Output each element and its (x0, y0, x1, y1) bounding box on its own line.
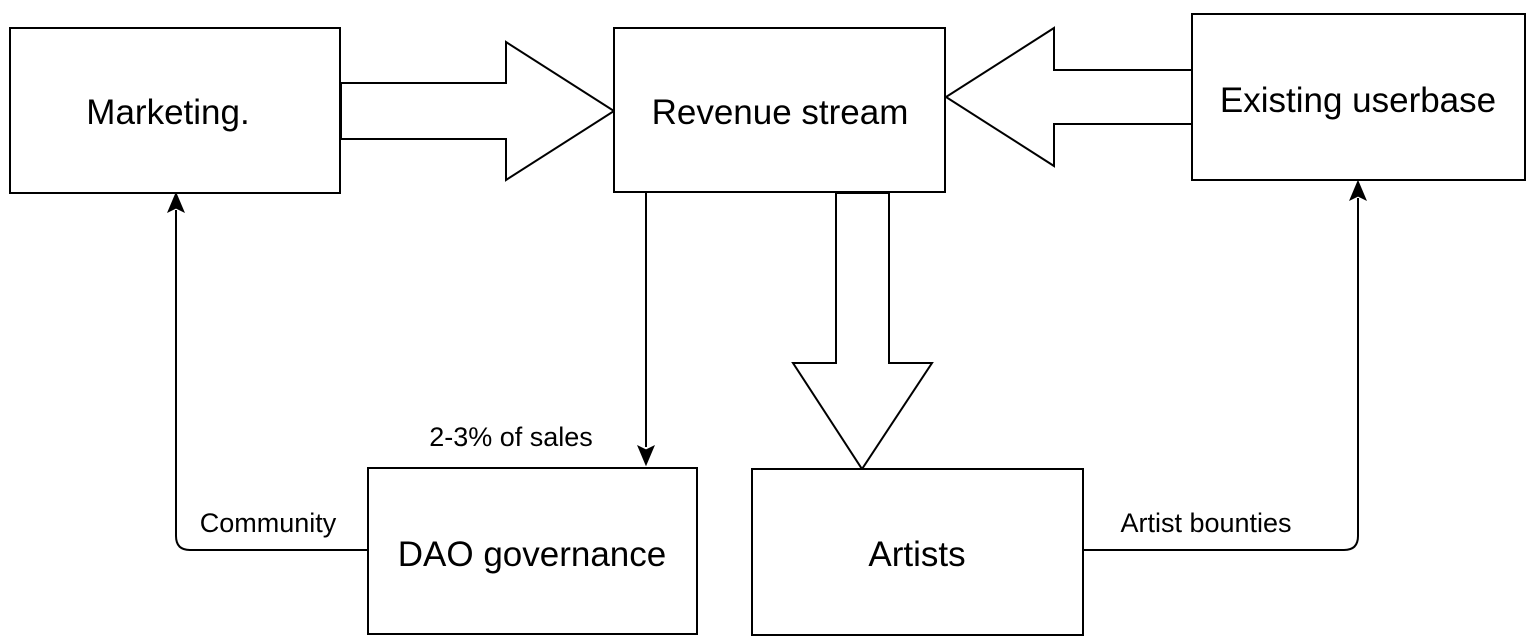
dao-to-marketing-connector (175, 210, 368, 551)
existing-userbase-node: Existing userbase (1191, 13, 1526, 181)
marketing-label: Marketing. (86, 93, 249, 132)
revenue-to-dao-arrowhead (637, 444, 655, 467)
revenue-to-artists-arrow (791, 192, 934, 471)
marketing-to-revenue-arrow (340, 40, 616, 182)
artists-label: Artists (868, 535, 965, 574)
dao-governance-node: DAO governance (367, 467, 698, 635)
revenue-to-dao-label: 2-3% of sales (429, 422, 593, 452)
dao-to-marketing-label: Community (200, 508, 337, 538)
existing-userbase-label: Existing userbase (1220, 81, 1496, 120)
revenue-stream-node: Revenue stream (613, 27, 946, 193)
dao-to-marketing-arrowhead (167, 191, 185, 214)
artists-to-userbase-arrowhead (1349, 179, 1367, 202)
artists-to-userbase-label: Artist bounties (1120, 508, 1291, 538)
dao-governance-label: DAO governance (398, 535, 666, 574)
userbase-to-revenue-arrow (944, 26, 1193, 168)
revenue-stream-label: Revenue stream (652, 93, 909, 132)
marketing-node: Marketing. (9, 27, 341, 194)
artists-node: Artists (751, 468, 1084, 636)
artists-to-userbase-connector (1083, 198, 1359, 551)
